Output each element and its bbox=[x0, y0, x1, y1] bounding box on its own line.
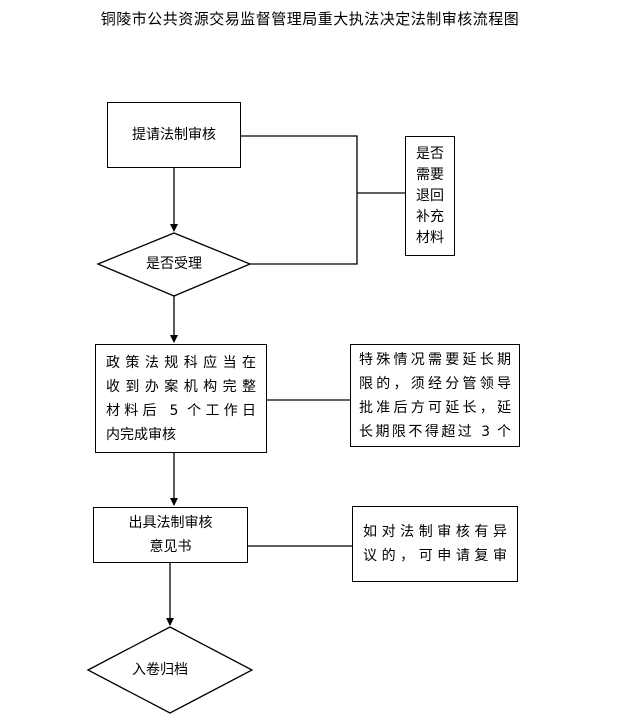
extension-line-1: 特殊情况需要延长期 bbox=[359, 351, 511, 368]
submit-review-label: 提请法制审核 bbox=[132, 127, 216, 143]
objection-line-1: 如对法制审核有异 bbox=[363, 524, 507, 540]
archive-label: 入卷归档 bbox=[132, 662, 188, 678]
objection-line-2: 议的，可申请复审 bbox=[363, 548, 507, 564]
extension-line-3: 批准后方可延长，延 bbox=[359, 399, 511, 416]
issue-opinion-line-2: 意见书 bbox=[149, 539, 192, 555]
objection-note-text: 如对法制审核有异 议的，可申请复审 bbox=[363, 520, 507, 568]
supplement-text-grid: 是否需要 退回补充 材料 bbox=[416, 144, 444, 249]
policy-review-text: 政策法规科应当在 收到办案机构完整 材料后 5 个工作日 内完成审核 bbox=[106, 351, 256, 447]
policy-review-line-2: 收到办案机构完整 bbox=[106, 378, 256, 395]
objection-note-box: 如对法制审核有异 议的，可申请复审 bbox=[352, 506, 518, 582]
accept-decision-label: 是否受理 bbox=[146, 256, 202, 272]
extension-note-text: 特殊情况需要延长期 限的，须经分管领导 批准后方可延长，延 长期限不得超过 3 … bbox=[359, 348, 511, 444]
issue-opinion-box: 出具法制审核 意见书 bbox=[93, 507, 248, 563]
extension-note-box: 特殊情况需要延长期 限的，须经分管领导 批准后方可延长，延 长期限不得超过 3 … bbox=[350, 344, 520, 447]
supplement-row-3: 材料 bbox=[416, 229, 444, 246]
policy-review-line-4: 内完成审核 bbox=[106, 426, 176, 443]
policy-review-line-1: 政策法规科应当在 bbox=[106, 354, 256, 371]
policy-review-box: 政策法规科应当在 收到办案机构完整 材料后 5 个工作日 内完成审核 bbox=[95, 344, 267, 453]
loop-line-supplement bbox=[241, 135, 358, 265]
archive-diamond bbox=[86, 626, 254, 714]
supplement-materials-box: 是否需要 是否需要 退回补充 材料 bbox=[405, 136, 455, 256]
supplement-row-2: 退回补充 bbox=[416, 187, 444, 225]
extension-line-4: 长期限不得超过 3 个 bbox=[359, 423, 511, 440]
submit-review-box: 提请法制审核 bbox=[107, 102, 241, 168]
policy-review-line-3: 材料后 5 个工作日 bbox=[106, 402, 256, 419]
extension-line-2: 限的，须经分管领导 bbox=[359, 375, 511, 392]
issue-opinion-line-1: 出具法制审核 bbox=[128, 515, 213, 531]
page-title: 铜陵市公共资源交易监督管理局重大执法决定法制审核流程图 bbox=[100, 10, 520, 28]
supplement-row-1: 是否需要 bbox=[416, 145, 444, 183]
